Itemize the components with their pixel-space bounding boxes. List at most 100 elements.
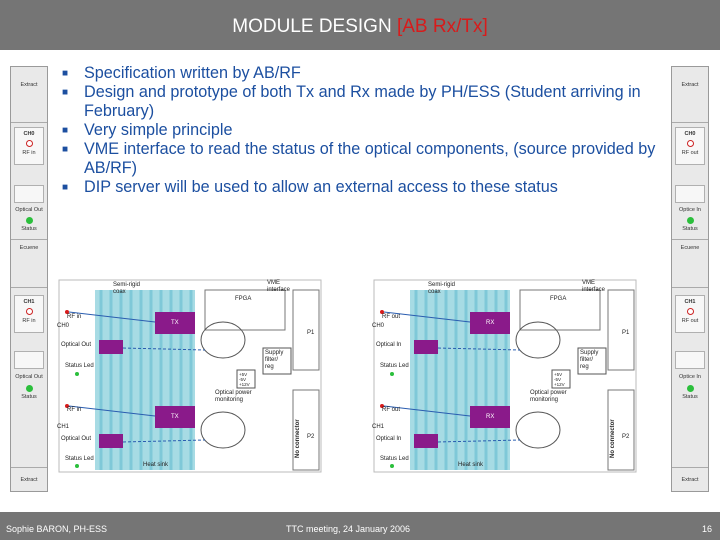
left-front-panel: Extract CH0 RF in Optical Out Status Ecu… [10,66,48,492]
right-front-panel: Extract CH0 RF out Optice In Status Ecue… [671,66,709,492]
supply-block [577,347,607,375]
fpga-block [519,289,601,331]
rx-module-diagram: RF out CH0 Optical In Status Led RF out … [370,270,640,480]
optical-label-bottom: Optical In [376,436,402,442]
p1-label: P1 [622,330,630,336]
status-led-label-bottom: Status Led [380,456,409,462]
p2-label: P2 [307,434,315,440]
status-led-icon [687,385,694,392]
rf-connector-icon [687,140,694,147]
tx-label-top: TX [171,320,179,326]
rf-connector-icon [26,140,33,147]
bullet-item: ■VME interface to read the status of the… [62,140,656,177]
tx-label-bottom: TX [171,414,179,420]
title-accent: [AB Rx/Tx] [396,16,488,37]
rx-label-top: RX [486,320,495,326]
ch0-block: CH0 RF in [14,127,44,165]
ch1-label: CH1 [372,424,385,430]
status-label-2: Status [21,394,37,400]
panel-middle-label: Ecuene [19,245,39,251]
fpga-block [204,289,286,331]
rx-block-bottom [470,406,510,428]
ch0-label: CH0 [684,131,696,137]
optical-module-bottom [414,434,438,448]
supply-label: Supply filter/ reg [265,350,284,370]
slide-title: MODULE DESIGN [AB Rx/Tx] [0,0,720,50]
panel-divider [672,287,708,288]
ch1-port-label: RF out [681,318,699,324]
vme-connector-p2 [292,389,320,471]
status-led-icon [26,385,33,392]
ch0-port-label: RF in [22,150,36,156]
semi-rigid-label: Semi-rigid coax [113,282,141,295]
bullet-list: ■Specification written by AB/RF ■Design … [60,64,670,197]
page-number: 16 [702,524,713,534]
vme-connector-p1 [292,289,320,371]
bullet-square-icon: ■ [62,125,69,136]
rf-label-top: RF out [382,314,401,320]
panel-divider [11,287,47,288]
ch1-label: CH1 [57,424,70,430]
rf-label-bottom: RF in [67,407,82,413]
status-label: Status [21,226,37,232]
rf-connector-icon [26,308,33,315]
fiber-loop-bottom [515,411,561,449]
optical-module-bottom [99,434,123,448]
no-connector-label: No connector [295,419,301,458]
vme-connector-p2 [607,389,635,471]
tx-block-bottom [155,406,195,428]
vme-connector-p1 [607,289,635,371]
heat-sink-label: Heat sink [458,462,484,468]
optical-label-top: Optical Out [61,342,92,348]
fpga-label: FPGA [550,296,567,302]
optical-module-top [414,340,438,354]
panel-divider [672,467,708,468]
panel-extract-top: Extract [681,82,699,88]
ch1-label: CH1 [23,299,35,305]
optical-power-label: Optical power monitoring [215,390,252,403]
ch0-label: CH0 [57,323,70,329]
tx-diagram-graphic [58,279,322,473]
status-led-label-top: Status Led [380,363,409,369]
tx-module-diagram: RF in CH0 Optical Out Status Led RF in C… [55,270,325,480]
optical-power-label: Optical power monitoring [530,390,567,403]
fiber-loop-bottom [200,411,246,449]
panel-divider [11,239,47,240]
optical-label-2: Optical Out [15,374,43,380]
bullet-item: ■Specification written by AB/RF [62,64,301,82]
optical-label-bottom: Optical Out [61,436,92,442]
optical-module-top [99,340,123,354]
panel-extract-bottom: Extract [681,477,699,483]
rf-label-top: RF in [67,314,82,320]
optical-label-top: Optical In [376,342,402,348]
tx-block-top [155,312,195,334]
rx-block-top [470,312,510,334]
panel-divider [11,467,47,468]
panel-extract-bottom: Extract [20,477,38,483]
rf-connector-icon [687,308,694,315]
ch1-block: CH1 RF out [675,295,705,333]
status-led-label-top: Status Led [65,363,94,369]
status-led-label-bottom: Status Led [65,456,94,462]
panel-divider [672,239,708,240]
bullet-square-icon: ■ [62,182,69,193]
optical-label: Optical Out [15,207,43,213]
rx-label-bottom: RX [486,414,495,420]
status-led-icon [26,217,33,224]
bullet-square-icon: ■ [62,144,69,155]
panel-divider [11,122,47,123]
title-main: MODULE DESIGN [232,16,392,37]
footer-event: TTC meeting, 24 January 2006 [286,524,411,534]
supply-small-block [551,369,571,389]
bullet-square-icon: ■ [62,87,69,98]
semi-rigid-label: Semi-rigid coax [428,282,456,295]
optical-connector [675,185,705,203]
rf-label-bottom: RF out [382,407,401,413]
rx-diagram-graphic [373,279,637,473]
no-connector-label: No connector [610,419,616,458]
p1-label: P1 [307,330,315,336]
status-label-2: Status [682,394,698,400]
ch0-label: CH0 [372,323,385,329]
optical-connector [14,351,44,369]
footer-bar: Sophie BARON, PH-ESS TTC meeting, 24 Jan… [0,512,720,540]
